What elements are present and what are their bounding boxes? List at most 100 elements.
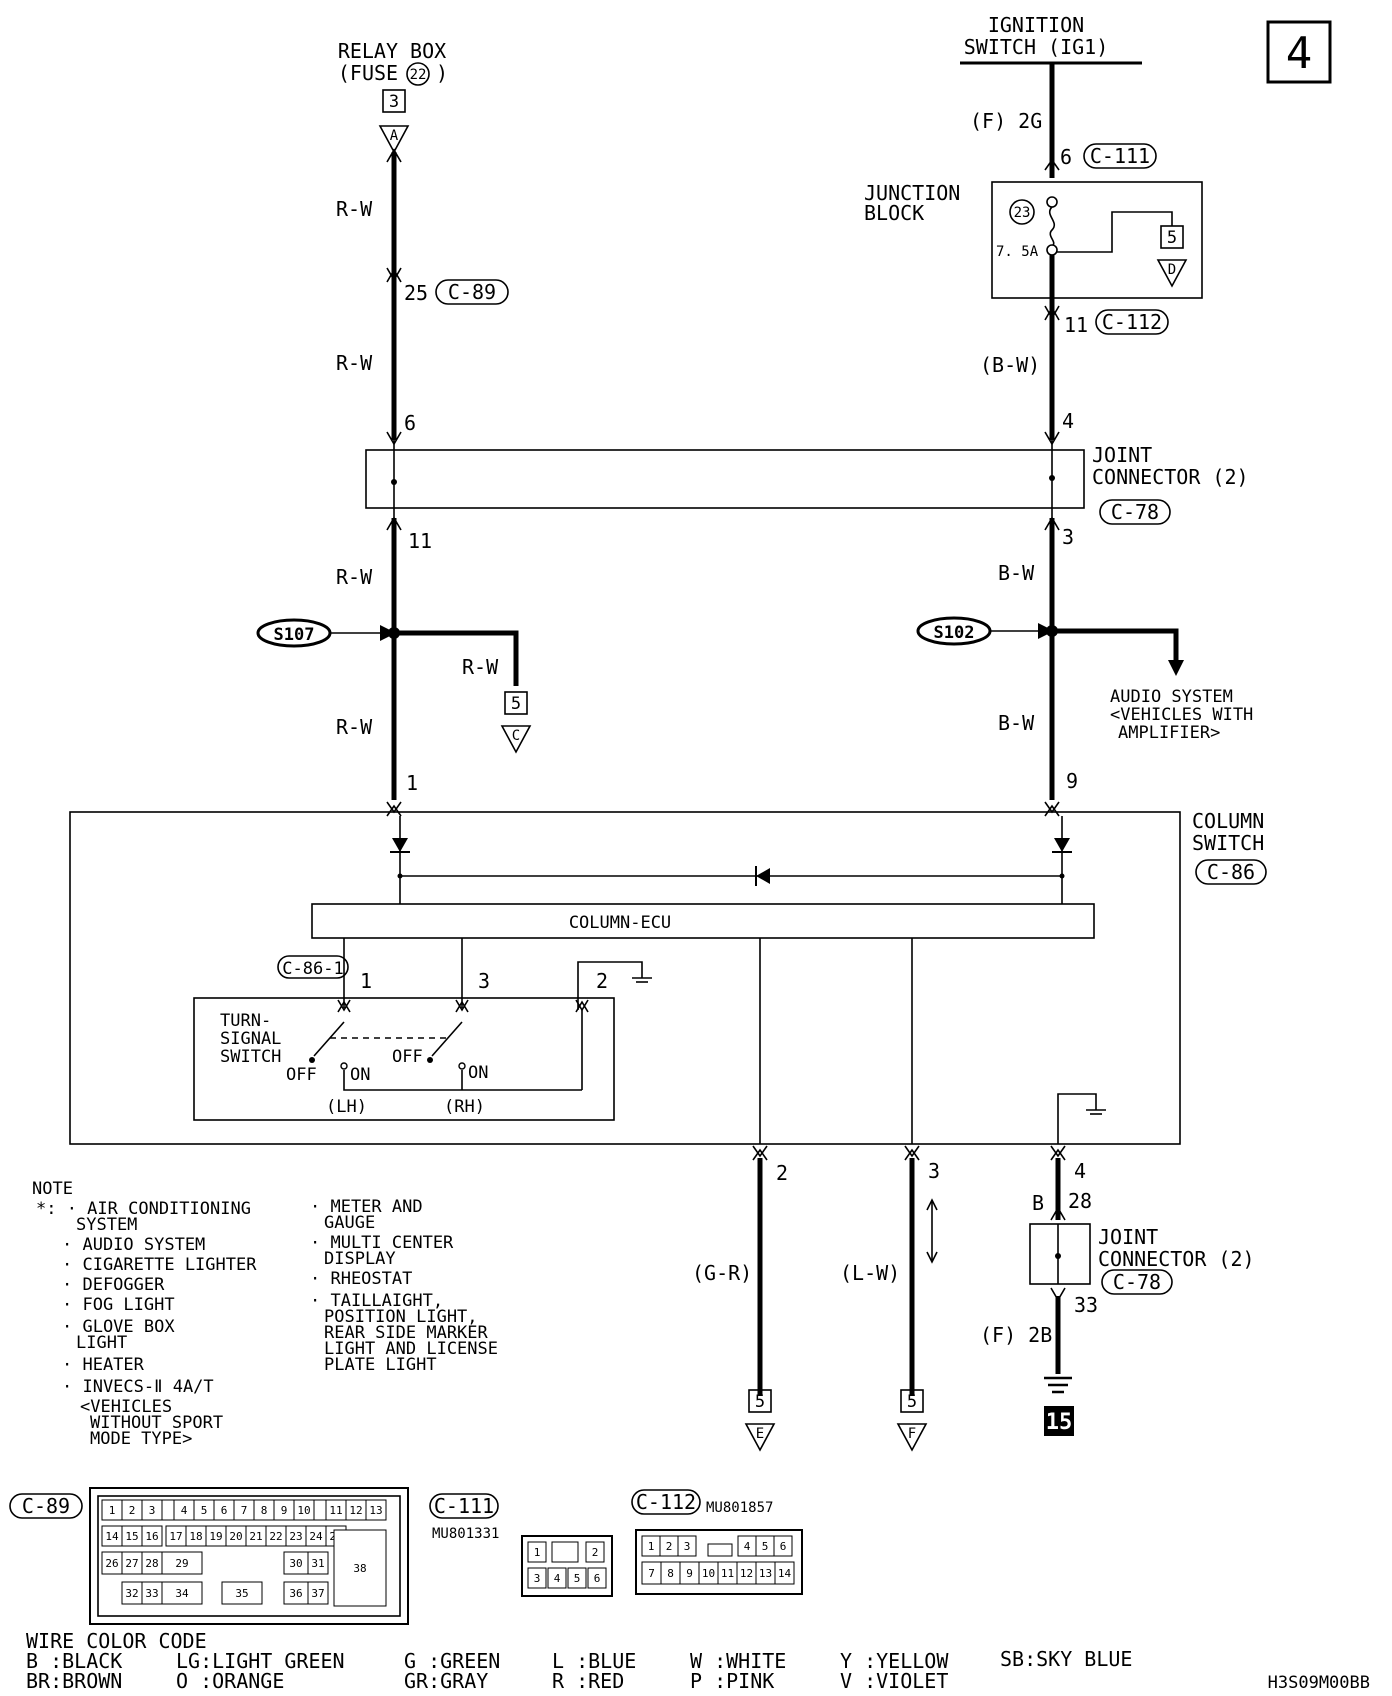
- left-color-2: R-W: [336, 351, 373, 375]
- connector-pin-number: 8: [261, 1504, 268, 1517]
- c86-1-pin-3: 3: [478, 969, 490, 993]
- connector-pin-number: 12: [740, 1567, 753, 1580]
- connector-pin-number: 11: [329, 1504, 342, 1517]
- jb-title-1: JUNCTION: [864, 181, 960, 205]
- note-item: REAR SIDE MARKER: [324, 1323, 489, 1343]
- c86-1-label: C-86-1: [282, 959, 343, 979]
- output-c-color: B: [1032, 1191, 1044, 1215]
- ignition-subtitle: SWITCH (IG1): [964, 35, 1109, 59]
- relay-connector: A: [390, 128, 399, 144]
- note-item: · RHEOSTAT: [310, 1269, 412, 1289]
- connector-pin-number: 31: [311, 1557, 324, 1570]
- wcc-item: LG:LIGHT GREEN: [176, 1649, 345, 1673]
- connector-pin-number: 3: [534, 1572, 541, 1585]
- wcc-item: V :VIOLET: [840, 1669, 948, 1693]
- connector-pin-number: 5: [201, 1504, 208, 1517]
- joint-connector-upper: [365, 449, 1085, 509]
- connector-pin-number: 24: [309, 1530, 323, 1543]
- relay-box-title: RELAY BOX: [338, 39, 446, 63]
- c89-connector-mark: [386, 267, 402, 283]
- connector-pin-number: 6: [780, 1540, 787, 1553]
- note-item: · DEFOGGER: [62, 1275, 165, 1295]
- s107-branch-conn: C: [512, 728, 520, 744]
- output-b-conn: F: [908, 1426, 916, 1442]
- connector-pin-number: 35: [235, 1587, 248, 1600]
- jc-upper-title-2: CONNECTOR (2): [1092, 465, 1249, 489]
- connector-pin-number: 28: [145, 1557, 158, 1570]
- connector-pin-number: 2: [129, 1504, 136, 1517]
- right-diode: [1054, 838, 1070, 852]
- connector-pin-number: 26: [105, 1557, 118, 1570]
- connector-pin-number: 30: [289, 1557, 302, 1570]
- s107-label: S107: [274, 625, 315, 645]
- connector-pin-number: 8: [667, 1567, 674, 1580]
- output-a-conn: E: [756, 1426, 764, 1442]
- wcc-item: G :GREEN: [404, 1649, 500, 1673]
- c111-pin: 6: [1060, 145, 1072, 169]
- left-diode: [392, 838, 408, 852]
- connector-pin-number: 1: [648, 1540, 655, 1553]
- connector-pin-number: 27: [125, 1557, 138, 1570]
- connector-pin-number: 12: [349, 1504, 362, 1517]
- jb-fuse-num: 23: [1014, 205, 1031, 221]
- connector-pin-number: 15: [125, 1530, 138, 1543]
- wcc-item: BR:BROWN: [26, 1669, 122, 1693]
- jb-pin: 5: [1167, 228, 1177, 248]
- c111-label: C-111: [1090, 144, 1150, 168]
- connector-pin-number: 22: [269, 1530, 282, 1543]
- lh-switch-blade: [313, 1021, 345, 1057]
- ground-number: 15: [1046, 1410, 1073, 1435]
- connector-pin-cell: [773, 1535, 793, 1557]
- joint-connector-lower: [1029, 1223, 1091, 1285]
- connector-pin-cell: [551, 1541, 579, 1563]
- connector-pin-number: 1: [534, 1546, 541, 1559]
- connector-pin-number: 6: [221, 1504, 228, 1517]
- note-item: · INVECS-Ⅱ 4A/T: [62, 1377, 214, 1397]
- left-pin-jc-in: 6: [404, 411, 416, 435]
- note-item: LIGHT AND LICENSE: [324, 1339, 498, 1359]
- connector-pin-number: 4: [744, 1540, 751, 1553]
- output-c-jc-out: 33: [1074, 1293, 1098, 1317]
- note-item: *: · AIR CONDITIONING: [36, 1199, 251, 1219]
- connector-pin-number: 34: [175, 1587, 189, 1600]
- jc-upper-title-1: JOINT: [1092, 443, 1152, 467]
- connector-pin-number: 2: [592, 1546, 599, 1559]
- rh-on: ON: [468, 1063, 488, 1083]
- column-switch-title-1: COLUMN: [1192, 809, 1264, 833]
- connector-pin-number: 5: [574, 1572, 581, 1585]
- wcc-item: L :BLUE: [552, 1649, 636, 1673]
- s102-branch-wire: [1052, 628, 1179, 660]
- c89-face-label: C-89: [22, 1494, 70, 1518]
- connector-pin-cell: [527, 1541, 547, 1563]
- left-pin-jc-out: 11: [408, 529, 432, 553]
- jc-lower-title-1: JOINT: [1098, 1225, 1158, 1249]
- c89-label-oval: [435, 279, 509, 305]
- jb-fuse-rating: 7. 5A: [996, 244, 1039, 260]
- connector-pin-number: 10: [702, 1567, 715, 1580]
- connector-pin-number: 14: [778, 1567, 792, 1580]
- wcc-item: O :ORANGE: [176, 1669, 284, 1693]
- connector-pin-number: 32: [125, 1587, 138, 1600]
- output-c-pin: 4: [1074, 1159, 1086, 1183]
- connector-pin-number: 17: [169, 1530, 182, 1543]
- c86-1-pin-2: 2: [596, 969, 608, 993]
- connector-pin-number: 13: [759, 1567, 772, 1580]
- jc-upper-conn: C-78: [1111, 500, 1159, 524]
- connector-pin-number: 33: [145, 1587, 158, 1600]
- column-switch-conn: C-86: [1207, 860, 1255, 884]
- jb-conn: D: [1168, 262, 1176, 278]
- s107-branch-color: R-W: [462, 655, 499, 679]
- connector-pin-number: 3: [149, 1504, 156, 1517]
- turn-signal-switch-box: [193, 997, 615, 1121]
- connector-pin-number: 29: [175, 1557, 188, 1570]
- connector-pin-cell: [677, 1535, 697, 1557]
- c111-face-label: C-111: [434, 1494, 494, 1518]
- ground-number-box: [1044, 1406, 1074, 1436]
- connector-pin-number: 19: [209, 1530, 222, 1543]
- connector-pin-number: 13: [369, 1504, 382, 1517]
- relay-box-fuse-label: (FUSE: [338, 61, 398, 85]
- right-color-3: B-W: [998, 711, 1035, 735]
- left-pin-c89: 25: [404, 281, 428, 305]
- connector-pin-cell: [527, 1567, 547, 1589]
- note-title: NOTE: [32, 1179, 73, 1199]
